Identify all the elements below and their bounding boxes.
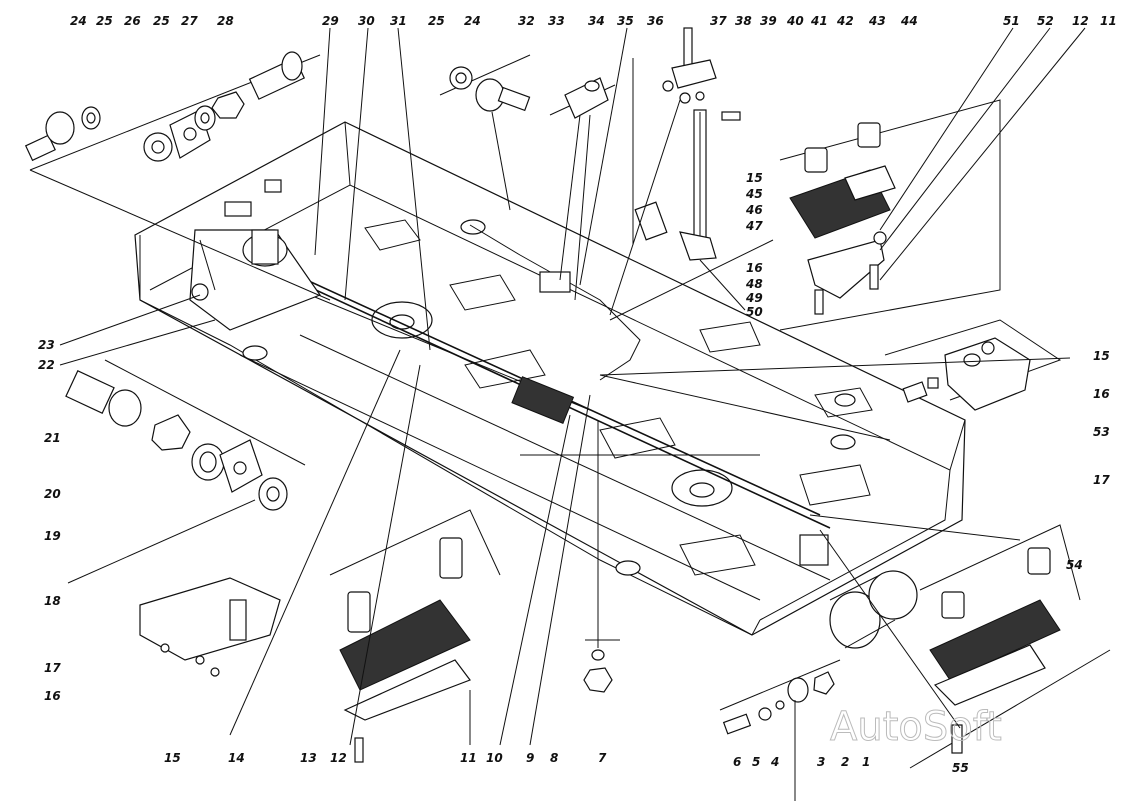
label-15b: 15: [1093, 349, 1110, 363]
label-50: 50: [746, 305, 763, 319]
label-41: 41: [810, 14, 828, 28]
label-16b: 16: [1093, 387, 1110, 401]
label-45: 45: [745, 187, 763, 201]
label-46: 46: [745, 203, 763, 217]
main-platform-tray: [134, 121, 966, 636]
label-40: 40: [786, 14, 804, 28]
label-13: 13: [300, 751, 317, 765]
label-25a: 25: [96, 14, 113, 28]
label-17b: 17: [44, 661, 61, 675]
watermark-text: AutoSoft: [830, 704, 1002, 750]
label-8: 8: [550, 751, 558, 765]
label-33: 33: [548, 14, 565, 28]
label-19: 19: [44, 529, 61, 543]
bottom-center-nut-washer: [583, 420, 620, 693]
label-9: 9: [526, 751, 534, 765]
right-motor-unit: [799, 534, 918, 649]
label-53: 53: [1093, 425, 1110, 439]
left-motor-unit: [189, 179, 321, 331]
label-36: 36: [647, 14, 664, 28]
label-10: 10: [486, 751, 503, 765]
label-12a: 12: [1072, 14, 1089, 28]
label-27: 27: [181, 14, 198, 28]
bottom-middle-support-block: [329, 509, 501, 763]
label-35: 35: [617, 14, 634, 28]
label-24b: 24: [464, 14, 481, 28]
label-16c: 16: [44, 689, 61, 703]
label-25c: 25: [428, 14, 445, 28]
bottom-right-support-block: [909, 524, 1111, 769]
label-31: 31: [390, 14, 407, 28]
label-37: 37: [710, 14, 727, 28]
vertical-lever-assembly: [632, 27, 746, 311]
label-42: 42: [836, 14, 854, 28]
label-22: 22: [38, 358, 55, 372]
label-43: 43: [868, 14, 886, 28]
leader-lines: [59, 27, 1086, 746]
label-52: 52: [1037, 14, 1054, 28]
label-24a: 24: [70, 14, 87, 28]
label-44: 44: [900, 14, 918, 28]
label-5: 5: [752, 755, 760, 769]
label-54: 54: [1066, 558, 1083, 572]
label-16a: 16: [746, 261, 763, 275]
label-55: 55: [952, 761, 969, 775]
label-51: 51: [1003, 14, 1020, 28]
part-number-labels: 24 25 26 25 27 28 29 30 31 25 24 32 33 3…: [38, 14, 1117, 775]
label-26: 26: [124, 14, 141, 28]
bottom-right-fasteners: [719, 659, 841, 801]
top-bracket-parts: [549, 77, 616, 301]
label-18: 18: [44, 594, 61, 608]
label-17a: 17: [1093, 473, 1110, 487]
top-middle-exploded-parts: [439, 54, 531, 211]
label-11a: 11: [1100, 14, 1117, 28]
label-25b: 25: [153, 14, 170, 28]
bottom-left-bracket: [139, 577, 281, 677]
label-34: 34: [588, 14, 605, 28]
control-rods: [214, 224, 831, 529]
top-right-support-block: [779, 99, 1001, 331]
label-1: 1: [862, 755, 870, 769]
label-32: 32: [518, 14, 535, 28]
label-2: 2: [841, 755, 849, 769]
label-3: 3: [817, 755, 825, 769]
label-7: 7: [598, 751, 607, 765]
label-47: 47: [745, 219, 763, 233]
label-39: 39: [760, 14, 777, 28]
label-48: 48: [745, 277, 763, 291]
label-4: 4: [770, 755, 779, 769]
left-exploded-fittings: [65, 359, 306, 511]
label-15c: 15: [164, 751, 181, 765]
top-left-exploded-parts: [24, 51, 331, 301]
label-28: 28: [217, 14, 234, 28]
label-15a: 15: [746, 171, 763, 185]
label-23: 23: [38, 338, 55, 352]
label-12b: 12: [330, 751, 347, 765]
label-6: 6: [733, 755, 741, 769]
label-49: 49: [745, 291, 763, 305]
label-30: 30: [358, 14, 375, 28]
right-mid-plate: [884, 319, 1062, 411]
label-20: 20: [44, 487, 61, 501]
label-14: 14: [228, 751, 245, 765]
label-38: 38: [735, 14, 752, 28]
label-11b: 11: [460, 751, 477, 765]
label-29: 29: [322, 14, 339, 28]
label-21: 21: [44, 431, 61, 445]
